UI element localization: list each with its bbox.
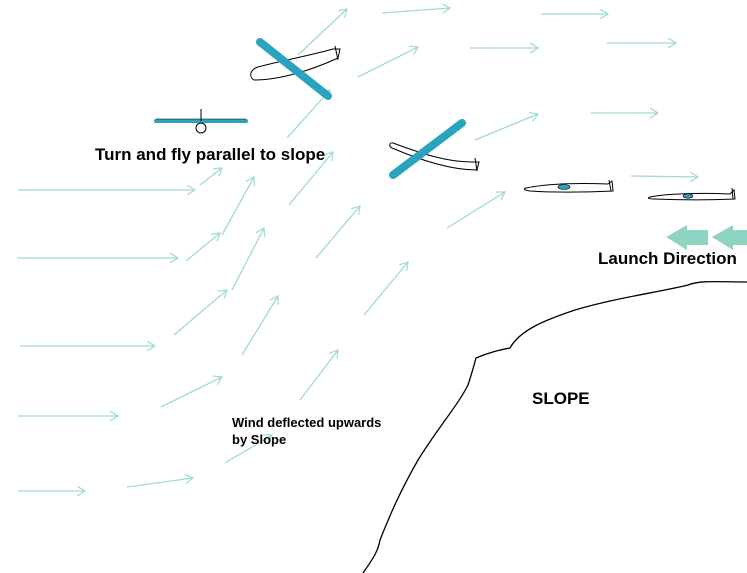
wind-arrows [17,8,698,491]
turn-instruction-label: Turn and fly parallel to slope [95,145,326,164]
glider-launching [523,179,614,193]
wind-arrow [173,290,227,336]
wind-deflection-label: Wind deflected upwards by Slope [232,414,381,448]
wind-arrow [231,228,264,291]
glider-banking-middle [389,119,480,179]
slope-outline [362,280,747,573]
wind-arrow [630,176,698,177]
wind-arrow [221,177,254,236]
wind-arrow [286,90,330,139]
wind-label-line-2: by Slope [232,432,287,447]
slope-label: SLOPE [532,389,590,408]
wind-arrow [315,206,360,259]
wind-arrow [299,350,338,401]
wind-arrow [297,9,347,56]
launch-arrow [666,225,708,250]
wind-arrow [363,262,408,316]
launch-arrow [712,225,747,250]
wind-arrow [474,114,538,141]
wind-arrow [160,377,222,408]
wind-arrow [199,168,222,186]
wind-label-line-1: Wind deflected upwards [232,415,382,430]
wind-arrow [288,152,333,206]
launch-direction-label: Launch Direction [598,249,737,268]
wind-arrow [446,192,505,229]
launch-direction-arrows [666,225,747,250]
wind-arrow [381,8,450,14]
wind-arrow [185,233,220,262]
wind-arrow [357,47,418,78]
glider-banking-top [250,38,341,100]
wind-arrow [126,478,193,488]
wind-arrow [224,435,272,464]
glider-launching-small [647,187,736,201]
glider-front-view [154,109,248,134]
wind-arrow [241,296,278,356]
